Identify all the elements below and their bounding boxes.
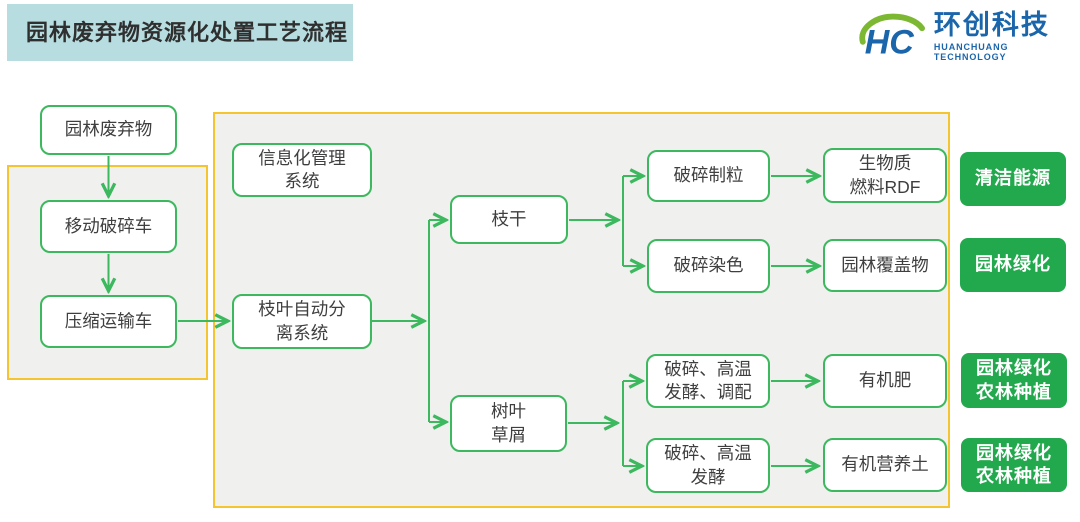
node-mobile-crusher: 移动破碎车 [40,200,177,253]
brand-name: 环创科技 [933,10,1050,40]
node-organic-fertilizer: 有机肥 [823,354,947,408]
node-biomass-rdf: 生物质 燃料RDF [823,148,947,203]
brand-logo-icon: HC [859,13,925,62]
brand-subtitle: HUANCHUANG TECHNOLOGY [933,42,1009,62]
output-clean-energy: 清洁能源 [960,152,1066,206]
brand-logo-text: 环创科技 HUANCHUANG TECHNOLOGY [933,10,1080,63]
node-crush-granulate: 破碎制粒 [647,150,770,202]
output-landscaping-planting-1: 园林绿化 农林种植 [961,353,1067,408]
page-title: 园林废弃物资源化处置工艺流程 [7,4,353,61]
node-info-system: 信息化管理 系统 [232,143,372,197]
output-landscaping: 园林绿化 [960,238,1066,292]
node-organic-soil: 有机营养土 [823,438,947,492]
node-crush-ferment: 破碎、高温 发酵 [646,438,770,493]
brand-mark-letters: HC [865,24,915,62]
node-crush-ferment-blend: 破碎、高温 发酵、调配 [646,354,770,408]
node-compress-truck: 压缩运输车 [40,295,177,348]
output-landscaping-planting-2: 园林绿化 农林种植 [961,438,1067,492]
node-leaves: 树叶 草屑 [450,395,567,452]
node-separation-system: 枝叶自动分 离系统 [232,294,372,349]
node-garden-waste: 园林废弃物 [40,105,177,155]
node-branch: 枝干 [450,195,568,244]
node-crush-dye: 破碎染色 [647,239,770,293]
node-mulch: 园林覆盖物 [823,239,947,292]
brand-logo: HC 环创科技 HUANCHUANG TECHNOLOGY [856,12,1080,62]
